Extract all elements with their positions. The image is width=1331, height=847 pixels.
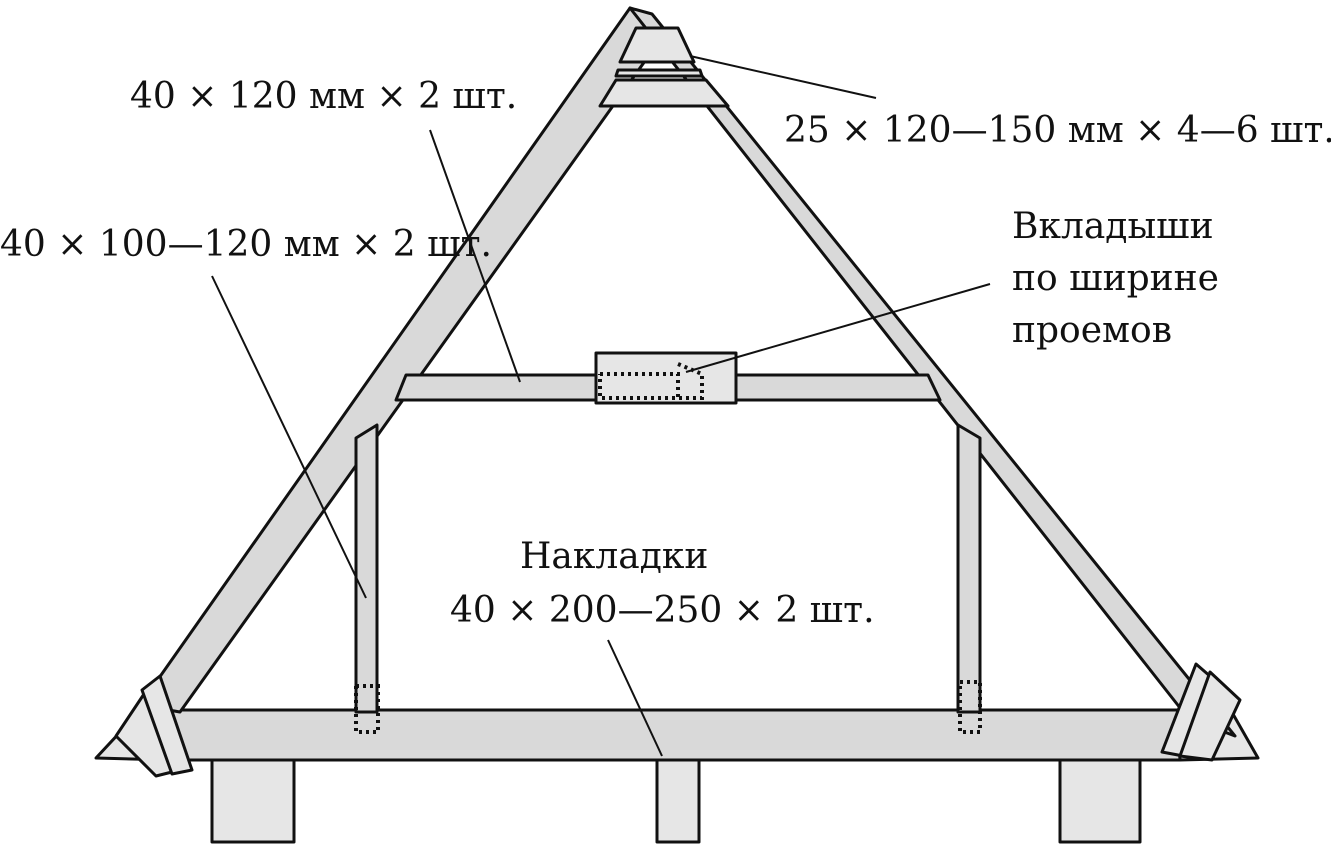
- label-plates-line2: 40 × 200—250 × 2 шт.: [450, 590, 875, 631]
- right-foot-plate-inner: [1178, 670, 1242, 762]
- label-collar-tie: 40 × 120 мм × 2 шт.: [130, 76, 517, 117]
- left-post-joint: [354, 684, 380, 734]
- label-posts: 40 × 100—120 мм × 2 шт.: [0, 224, 492, 265]
- leader-plates: [607, 639, 663, 757]
- label-inserts-line1: Вкладыши: [1012, 206, 1214, 247]
- ridge-board-bottom: [598, 78, 730, 108]
- support-block-middle: [655, 758, 701, 844]
- left-foot-plate-inner: [140, 674, 194, 776]
- right-post-joint: [958, 680, 982, 734]
- leader-posts: [211, 275, 367, 599]
- ridge-board-top: [618, 26, 696, 64]
- label-ridge-boards: 25 × 120—150 мм × 4—6 шт.: [784, 110, 1331, 151]
- right-post: [956, 423, 982, 714]
- label-inserts-line2: по ширине: [1012, 258, 1219, 299]
- leader-collar-tie: [429, 129, 521, 383]
- support-block-left: [210, 758, 296, 844]
- leader-ridge-boards: [689, 55, 877, 99]
- leader-inserts: [685, 283, 991, 373]
- label-plates-line1: Накладки: [520, 536, 708, 577]
- right-rafter: [628, 6, 1237, 738]
- insert-dotted-step: [677, 362, 704, 400]
- insert-dotted-outline: [598, 372, 680, 400]
- ridge-board-mid: [614, 68, 704, 78]
- insert-block: [594, 351, 738, 405]
- tie-beam: [170, 708, 1182, 762]
- left-post: [354, 423, 379, 714]
- label-inserts-line3: проемов: [1012, 310, 1172, 351]
